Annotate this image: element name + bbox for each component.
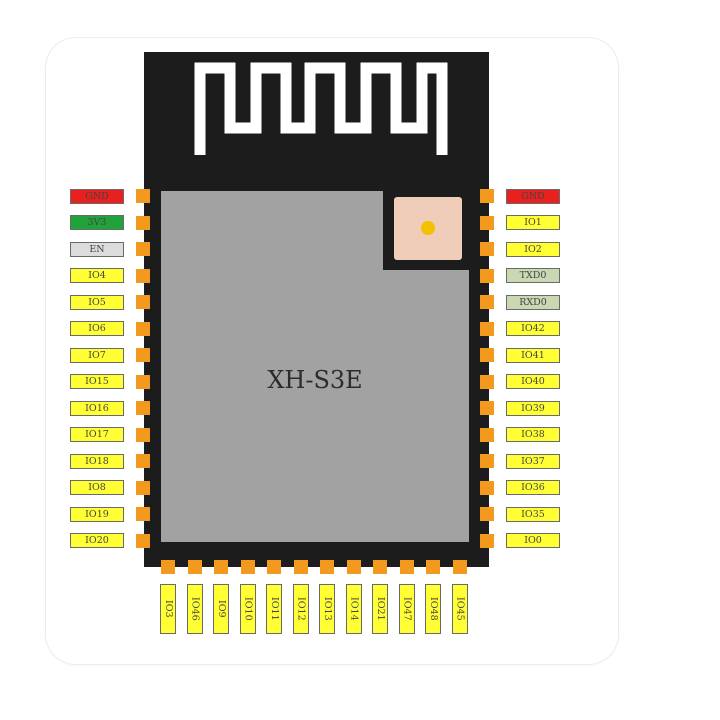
right-pin-pad	[480, 189, 494, 203]
right-pin-pad	[480, 321, 494, 336]
left-pin-label: IO5	[70, 294, 124, 310]
right-pin-label: TXD0	[506, 268, 560, 283]
left-pin-label: IO4	[70, 268, 124, 283]
left-pin-pad	[136, 454, 150, 468]
right-pin-pad	[480, 242, 494, 256]
right-pin-pad	[480, 374, 494, 389]
left-pin-label: 3V3	[70, 215, 124, 230]
bottom-pin-pad	[161, 560, 175, 574]
right-pin-label: IO36	[506, 480, 560, 495]
left-pin-label: IO20	[70, 533, 124, 548]
left-pin-pad	[136, 268, 150, 283]
left-pin-pad	[136, 189, 150, 203]
left-pin-pad	[136, 507, 150, 521]
right-pin-label: IO42	[506, 321, 560, 336]
right-pin-label: IO40	[506, 374, 560, 389]
right-pin-label: IO2	[506, 241, 560, 257]
left-pin-pad	[136, 321, 150, 336]
right-pin-pad	[480, 268, 494, 283]
left-pin-pad	[136, 480, 150, 495]
right-pin-pad	[480, 401, 494, 415]
right-pin-pad	[480, 533, 494, 548]
bottom-pin-pad	[320, 560, 334, 574]
left-pin-pad	[136, 348, 150, 362]
right-pin-pad	[480, 348, 494, 362]
bottom-pin-label: IO21	[372, 584, 388, 634]
bottom-pin-pad	[373, 560, 387, 574]
left-pin-pad	[136, 533, 150, 548]
left-pin-label: EN	[70, 241, 124, 257]
bottom-pin-pad	[293, 560, 308, 574]
left-pin-label: IO18	[70, 453, 124, 469]
bottom-pin-pad	[399, 560, 414, 574]
right-pin-label: IO39	[506, 400, 560, 416]
bottom-pin-label: IO14	[345, 584, 362, 634]
right-pin-label: GND	[506, 188, 560, 204]
bottom-pin-label: IO45	[451, 584, 468, 634]
left-pin-pad	[136, 427, 150, 442]
right-pin-pad	[480, 295, 494, 309]
bottom-pin-label: IO12	[292, 584, 309, 634]
left-pin-label: IO8	[70, 480, 124, 495]
bottom-pin-label: IO3	[160, 584, 176, 634]
left-pin-label: IO6	[70, 321, 124, 336]
right-pin-label: RXD0	[506, 294, 560, 310]
bottom-pin-pad	[452, 560, 467, 574]
left-pin-label: IO7	[70, 347, 124, 363]
bottom-pin-pad	[426, 560, 440, 574]
ipex-center-dot	[421, 221, 435, 235]
left-pin-label: IO17	[70, 427, 124, 442]
right-pin-label: IO1	[506, 215, 560, 230]
bottom-pin-label: IO9	[213, 584, 229, 634]
left-pin-label: GND	[70, 188, 124, 204]
pcb-antenna-trace	[194, 62, 448, 155]
right-pin-label: IO0	[506, 533, 560, 548]
left-pin-pad	[136, 295, 150, 309]
bottom-pin-pad	[187, 560, 202, 574]
right-pin-label: IO38	[506, 427, 560, 442]
bottom-pin-pad	[240, 560, 255, 574]
bottom-pin-label: IO48	[425, 584, 441, 634]
right-pin-pad	[480, 427, 494, 442]
right-pin-label: IO35	[506, 506, 560, 522]
left-pin-label: IO19	[70, 506, 124, 522]
bottom-pin-label: IO11	[266, 584, 282, 634]
bottom-pin-label: IO13	[319, 584, 335, 634]
bottom-pin-label: IO46	[186, 584, 203, 634]
ipex-antenna-connector	[394, 197, 462, 260]
left-pin-label: IO16	[70, 400, 124, 416]
bottom-pin-label: IO47	[398, 584, 415, 634]
right-pin-pad	[480, 480, 494, 495]
bottom-pin-label: IO10	[239, 584, 256, 634]
right-pin-pad	[480, 507, 494, 521]
left-pin-label: IO15	[70, 374, 124, 389]
right-pin-pad	[480, 454, 494, 468]
bottom-pin-pad	[346, 560, 361, 574]
module-title: XH-S3E	[267, 366, 363, 394]
left-pin-pad	[136, 401, 150, 415]
bottom-pin-pad	[214, 560, 228, 574]
right-pin-label: IO41	[506, 347, 560, 363]
right-pin-label: IO37	[506, 453, 560, 469]
right-pin-pad	[480, 215, 494, 230]
left-pin-pad	[136, 374, 150, 389]
left-pin-pad	[136, 242, 150, 256]
left-pin-pad	[136, 215, 150, 230]
bottom-pin-pad	[267, 560, 281, 574]
